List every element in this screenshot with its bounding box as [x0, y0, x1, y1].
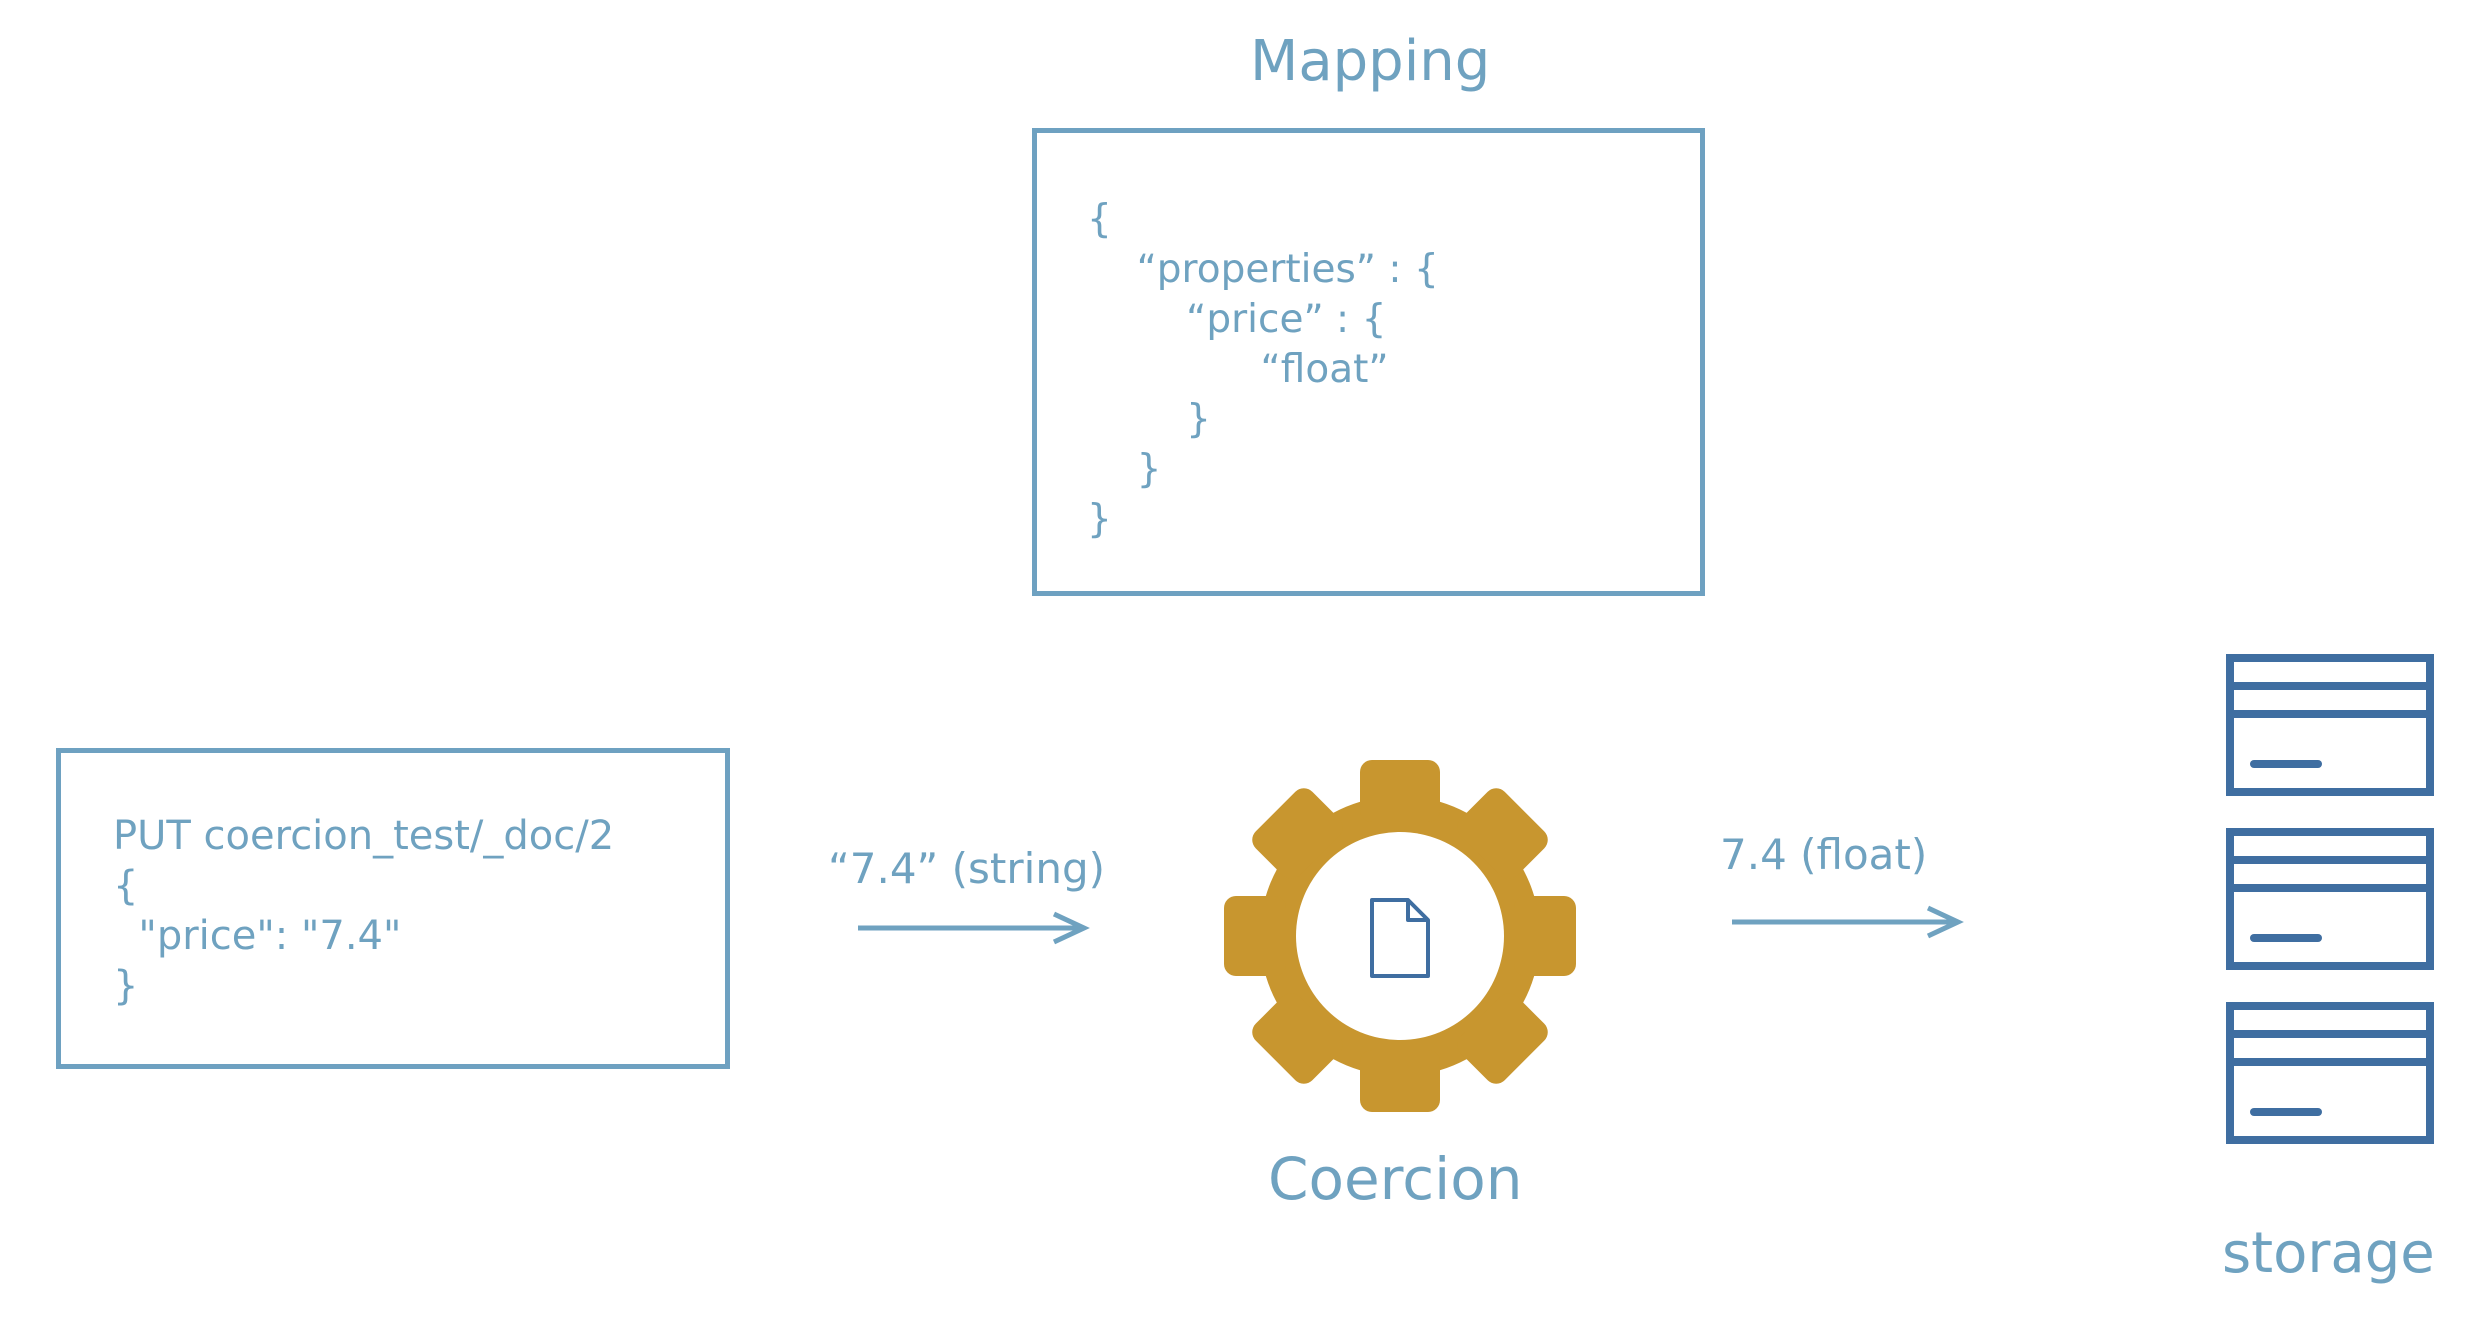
document-icon	[1370, 898, 1430, 978]
request-code-box: PUT coercion_test/_doc/2 { "price": "7.4…	[56, 748, 730, 1069]
mapping-title: Mapping	[1250, 29, 1491, 94]
mapping-code: { “properties” : { “price” : { “float” }…	[1087, 197, 1439, 542]
input-arrow	[858, 911, 1090, 945]
mapping-code-box: { “properties” : { “price” : { “float” }…	[1032, 128, 1705, 596]
server-stack-icon	[2226, 654, 2434, 1144]
coercion-label: Coercion	[1268, 1145, 1523, 1213]
storage-label: storage	[2222, 1221, 2435, 1286]
request-code: PUT coercion_test/_doc/2 { "price": "7.4…	[113, 813, 615, 1009]
output-value-label: 7.4 (float)	[1720, 830, 1928, 879]
gear-icon	[1224, 760, 1576, 1112]
output-arrow	[1732, 905, 1964, 939]
input-value-label: “7.4” (string)	[828, 844, 1105, 893]
